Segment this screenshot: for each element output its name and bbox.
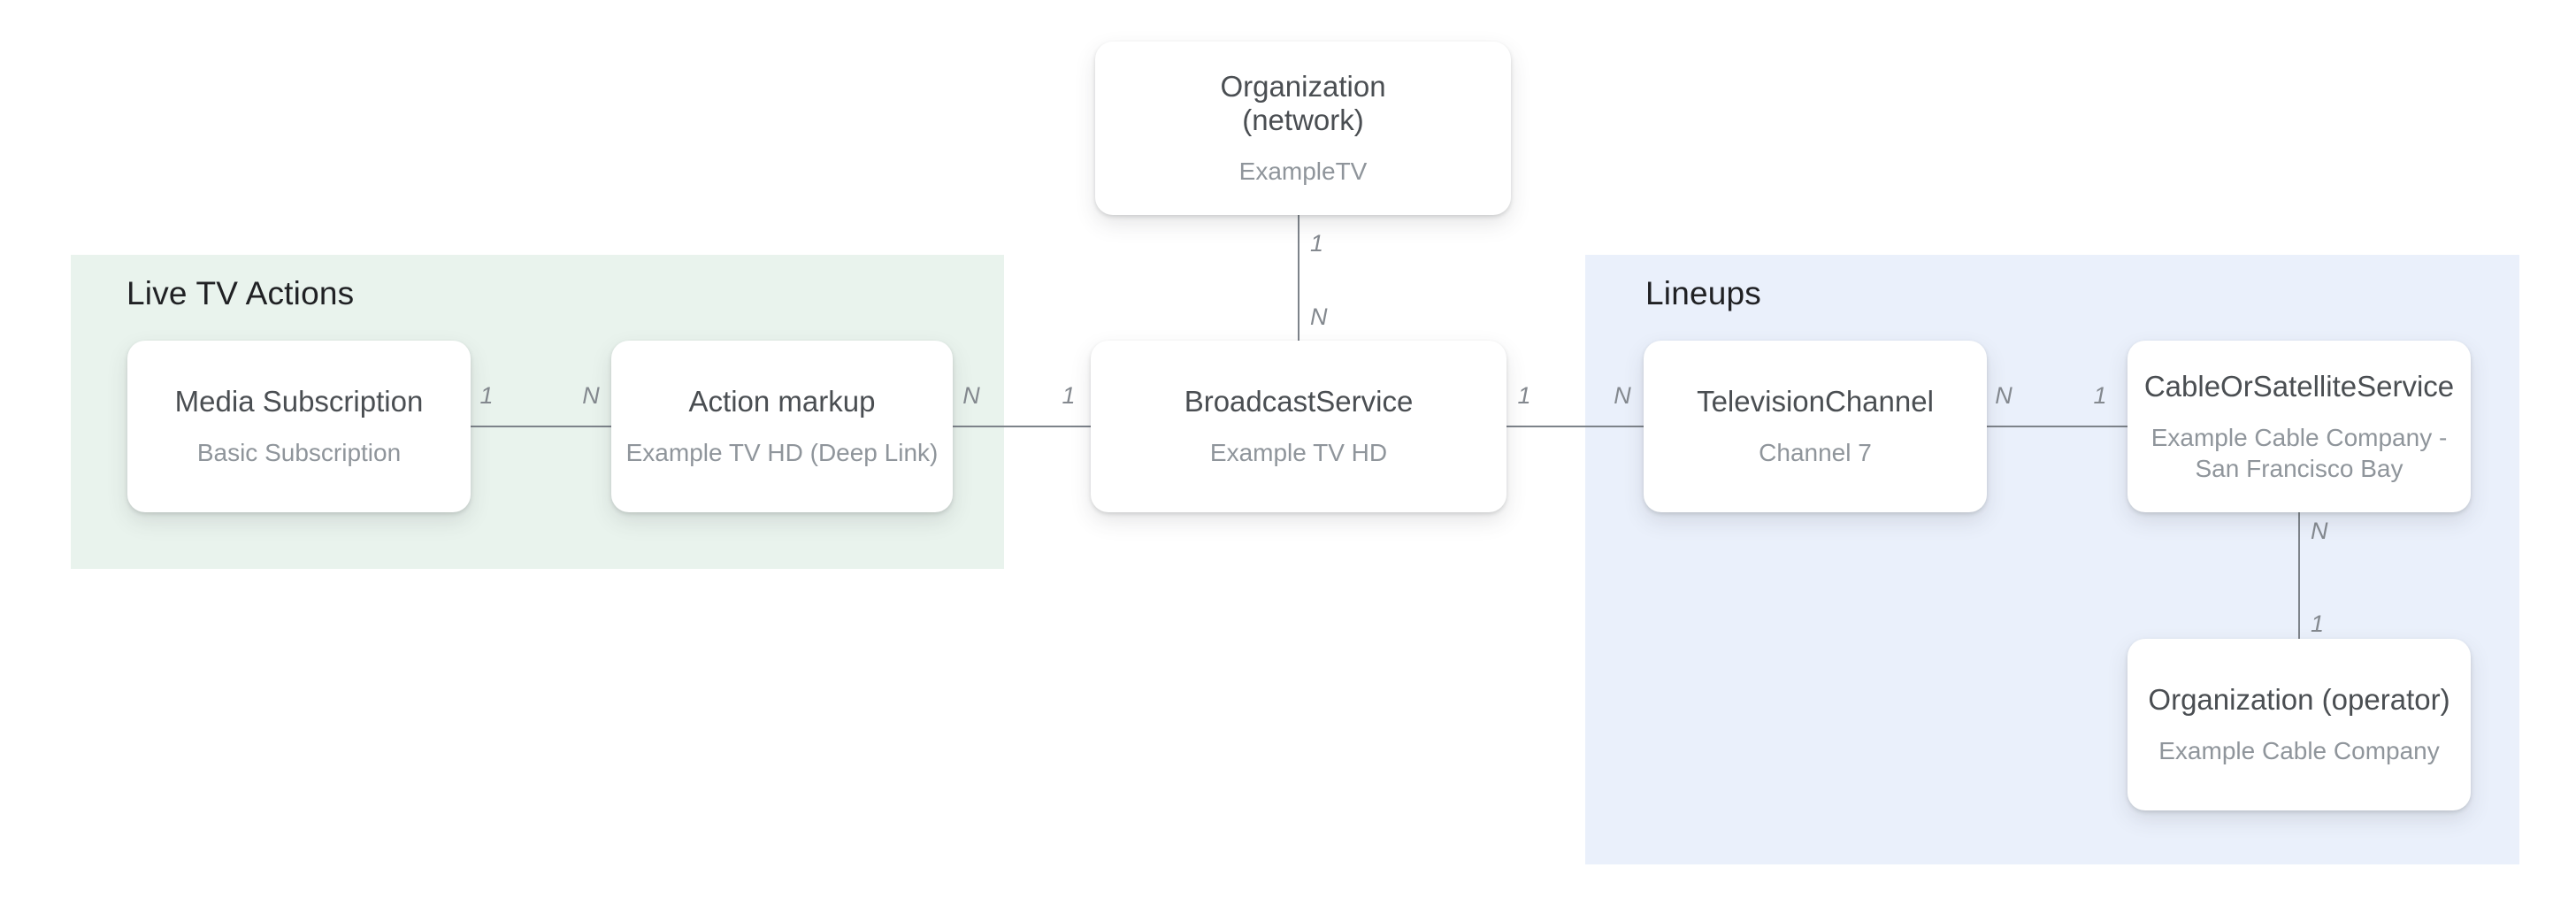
node-title: BroadcastService: [1184, 385, 1414, 418]
node-subtitle: San Francisco Bay: [2195, 454, 2404, 482]
node-subtitle: Example Cable Company -: [2150, 423, 2448, 451]
cardinality-label: 1: [1310, 230, 1324, 257]
node-subtitle: Example TV HD (Deep Link): [625, 439, 939, 466]
node-title: Media Subscription: [174, 385, 424, 418]
node-broadcast-service: BroadcastService Example TV HD: [1091, 341, 1506, 512]
node-title: Organization (operator): [2148, 683, 2450, 716]
node-title: (network): [1242, 104, 1364, 136]
node-media-subscription: Media Subscription Basic Subscription: [127, 341, 471, 512]
connector-channel-to-cable: [1987, 426, 2128, 427]
node-subtitle: Example TV HD: [1209, 439, 1388, 466]
connector-cable-to-operator: [2298, 512, 2300, 639]
node-title: Action markup: [688, 385, 876, 418]
cardinality-label: 1: [479, 382, 494, 409]
cardinality-label: N: [1614, 382, 1631, 409]
node-subtitle: Channel 7: [1759, 439, 1872, 466]
node-subtitle: Example Cable Company: [2158, 737, 2440, 764]
connector-network-to-broadcast: [1298, 215, 1300, 341]
connector-media-to-action: [471, 426, 611, 427]
panel-live-tv-actions-label: Live TV Actions: [126, 275, 355, 311]
cardinality-label: N: [582, 382, 600, 409]
node-cable-or-satellite-service: CableOrSatelliteService Example Cable Co…: [2128, 341, 2471, 512]
cardinality-label: 1: [1062, 382, 1076, 409]
connector-action-to-broadcast: [953, 426, 1091, 427]
node-title: Organization: [1220, 70, 1386, 103]
cardinality-label: N: [2311, 518, 2328, 544]
cardinality-label: 1: [2311, 610, 2325, 637]
node-organization-operator: Organization (operator) Example Cable Co…: [2128, 639, 2471, 810]
cardinality-label: N: [1995, 382, 2012, 409]
node-title: CableOrSatelliteService: [2143, 369, 2455, 403]
cardinality-label: 1: [2093, 382, 2107, 409]
node-title: TelevisionChannel: [1697, 385, 1934, 418]
node-action-markup: Action markup Example TV HD (Deep Link): [611, 341, 953, 512]
cardinality-label: N: [962, 382, 980, 409]
node-television-channel: TelevisionChannel Channel 7: [1644, 341, 1987, 512]
node-organization-network: Organization (network) ExampleTV: [1095, 42, 1511, 215]
node-subtitle: ExampleTV: [1238, 157, 1368, 185]
connector-broadcast-to-channel: [1506, 426, 1644, 427]
cardinality-label: 1: [1517, 382, 1531, 409]
node-subtitle: Basic Subscription: [196, 439, 402, 466]
cardinality-label: N: [1310, 303, 1328, 330]
panel-lineups-label: Lineups: [1645, 275, 1762, 311]
